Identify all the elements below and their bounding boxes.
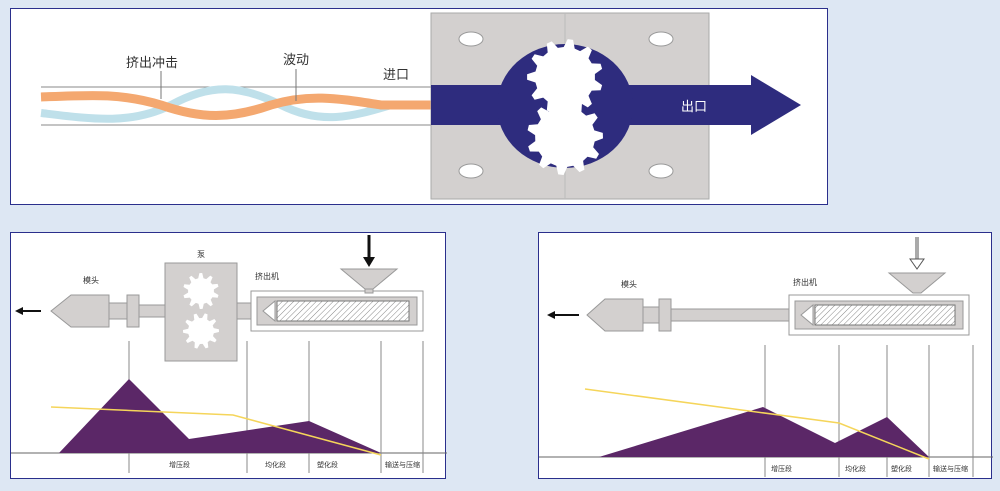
extruder-with-pump-diagram: 泵 模头 挤出机 增压段 均化段 (11, 235, 447, 473)
adapter (138, 304, 166, 318)
die-head (586, 298, 644, 332)
gear-pump-panel: 挤出冲击 波动 进口 出口 (10, 8, 828, 205)
outlet-arrow-head (751, 75, 801, 135)
die-neck (642, 306, 660, 324)
hopper (339, 268, 399, 290)
flange (658, 298, 672, 332)
zone-label-1: 增压段 (169, 460, 190, 469)
bolt-holes (458, 31, 674, 179)
zone-label-3: 塑化段 (317, 460, 338, 469)
label-pump: 泵 (197, 250, 205, 259)
pressure-profile (59, 379, 381, 453)
label-outlet: 出口 (681, 100, 707, 115)
zone-label-4: 输送与压缩 (385, 460, 420, 469)
hopper-neck (364, 288, 374, 294)
exit-arrow-head (547, 311, 555, 319)
label-extrusion-impact: 挤出冲击 (126, 56, 178, 71)
gear-pump-diagram: 挤出冲击 波动 进口 出口 (40, 12, 801, 200)
screw (276, 300, 410, 322)
zone-label-3: 塑化段 (891, 464, 912, 473)
gear-up-shape (527, 39, 603, 115)
with-pump-panel: 泵 模头 挤出机 增压段 均化段 (10, 232, 447, 479)
bl-gear2-shape (183, 313, 219, 349)
zone-label-4: 输送与压缩 (933, 464, 968, 473)
pump-gear-lower (183, 313, 219, 349)
hopper (887, 272, 947, 294)
upper-gear (527, 39, 603, 115)
zone-label-2: 均化段 (265, 460, 286, 469)
label-inlet: 进口 (383, 68, 409, 83)
extruder-without-pump-diagram: 模头 挤出机 增压段 均化段 塑化段 输送与压缩 (539, 237, 993, 477)
screw-tip (800, 303, 814, 327)
pump-extruder-connector (236, 302, 252, 320)
screw (814, 304, 956, 326)
pump-gear-upper (183, 273, 219, 309)
label-extruder: 挤出机 (793, 277, 817, 287)
feed-arrow-head (363, 257, 375, 267)
zone-label-2: 均化段 (845, 464, 866, 473)
label-die: 模头 (83, 275, 99, 285)
die-head (50, 294, 110, 328)
exit-arrow-head (15, 307, 23, 315)
bl-gear1-shape (183, 273, 219, 309)
pressure-profile (599, 407, 929, 457)
adapter (670, 308, 790, 322)
lower-gear (527, 99, 603, 175)
label-die: 模头 (621, 279, 637, 289)
die-neck (108, 302, 128, 320)
flange (126, 294, 140, 328)
melt-stream-orange (40, 91, 451, 120)
label-extruder: 挤出机 (255, 271, 279, 281)
feed-arrow-head (909, 258, 925, 270)
temperature-line (50, 406, 382, 456)
zone-label-1: 增压段 (771, 464, 792, 473)
wave-stream-blue (40, 85, 431, 123)
gear-dn-shape (527, 99, 603, 175)
without-pump-panel: 模头 挤出机 增压段 均化段 塑化段 输送与压缩 (538, 232, 993, 479)
screw-tip (262, 299, 276, 323)
temperature-line (584, 388, 930, 460)
label-wave: 波动 (283, 53, 309, 68)
